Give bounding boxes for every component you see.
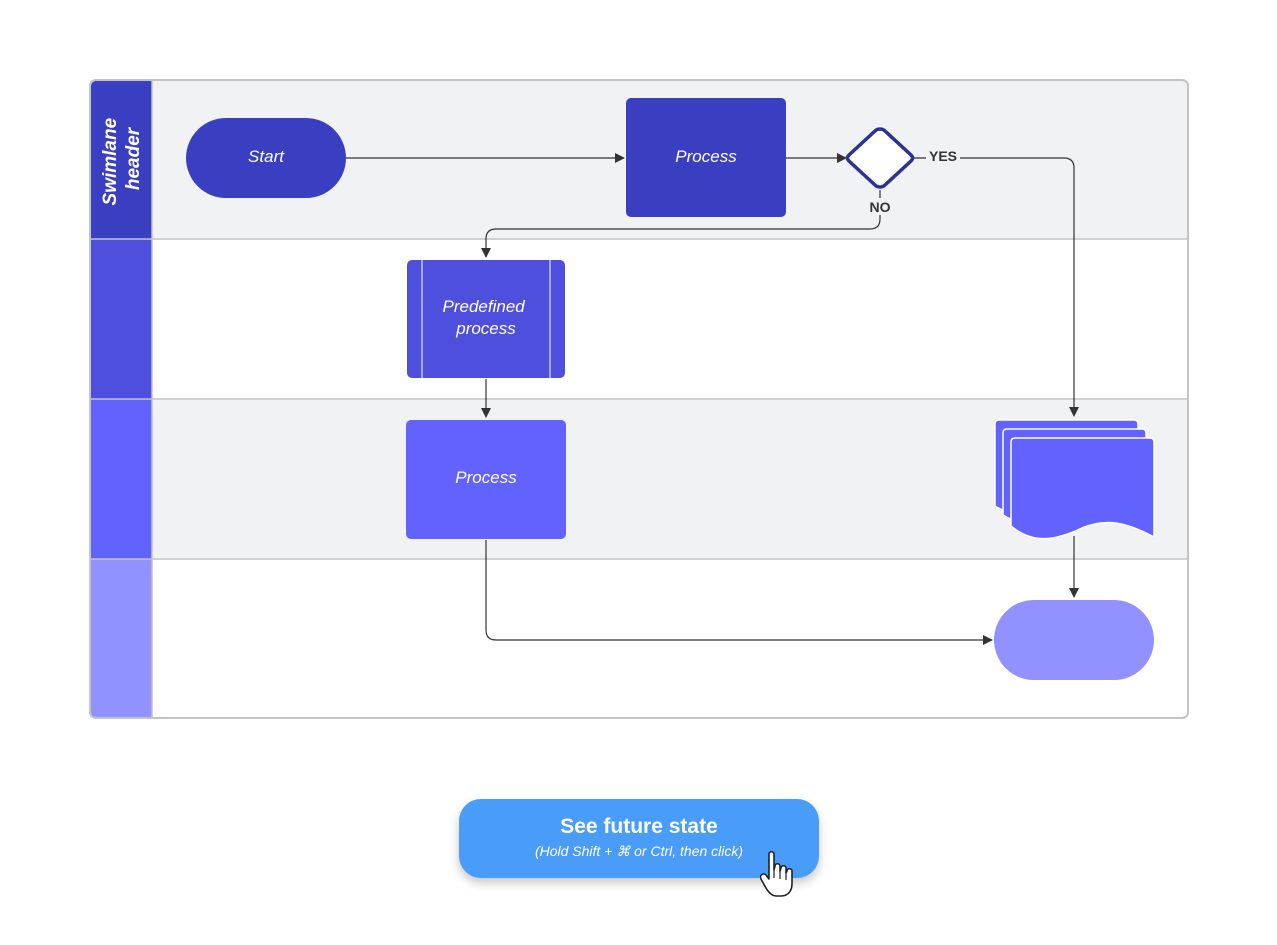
start-terminator[interactable] — [186, 118, 346, 198]
end-terminator[interactable] — [994, 600, 1154, 680]
multiple-documents-shape[interactable] — [994, 419, 1155, 540]
see-future-state-button[interactable]: See future state (Hold Shift + ⌘ or Ctrl… — [459, 799, 819, 878]
see-future-state-hint: (Hold Shift + ⌘ or Ctrl, then click) — [534, 843, 744, 859]
yes-label-bg — [926, 147, 960, 165]
lane-4-header — [90, 559, 152, 718]
predefined-process-box[interactable] — [407, 260, 565, 378]
predefined-process-label: Predefined process — [443, 297, 530, 338]
pointing-hand-cursor-icon — [760, 850, 793, 897]
no-label: NO — [870, 199, 891, 215]
process-box-middle[interactable] — [406, 420, 566, 539]
edge-process-to-terminal — [485, 540, 993, 645]
process-box-top[interactable] — [626, 98, 786, 217]
yes-label: YES — [929, 148, 957, 164]
process-middle-label: Process — [455, 468, 517, 487]
swimlane-header-line1: Swimlane — [100, 117, 121, 205]
edge-decision-yes — [914, 157, 1079, 417]
start-label: Start — [248, 147, 285, 166]
decision-diamond[interactable] — [845, 127, 915, 189]
swimlane-header-line2: header — [123, 126, 144, 190]
edge-decision-no — [481, 190, 881, 258]
see-future-state-title: See future state — [560, 815, 718, 838]
swimlane-frame — [89, 79, 1189, 719]
document-front — [1010, 437, 1155, 540]
lane-1-header — [90, 80, 152, 239]
lane-2-body — [90, 239, 1188, 399]
lane-3-header — [90, 399, 152, 559]
swimlane-header-label: Swimlane header — [100, 113, 144, 206]
no-label-bg — [866, 198, 894, 215]
process-top-label: Process — [675, 147, 737, 166]
predefined-label-line1: Predefined — [443, 297, 526, 316]
predefined-label-line2: process — [455, 319, 516, 338]
lane-2-header — [90, 239, 152, 399]
